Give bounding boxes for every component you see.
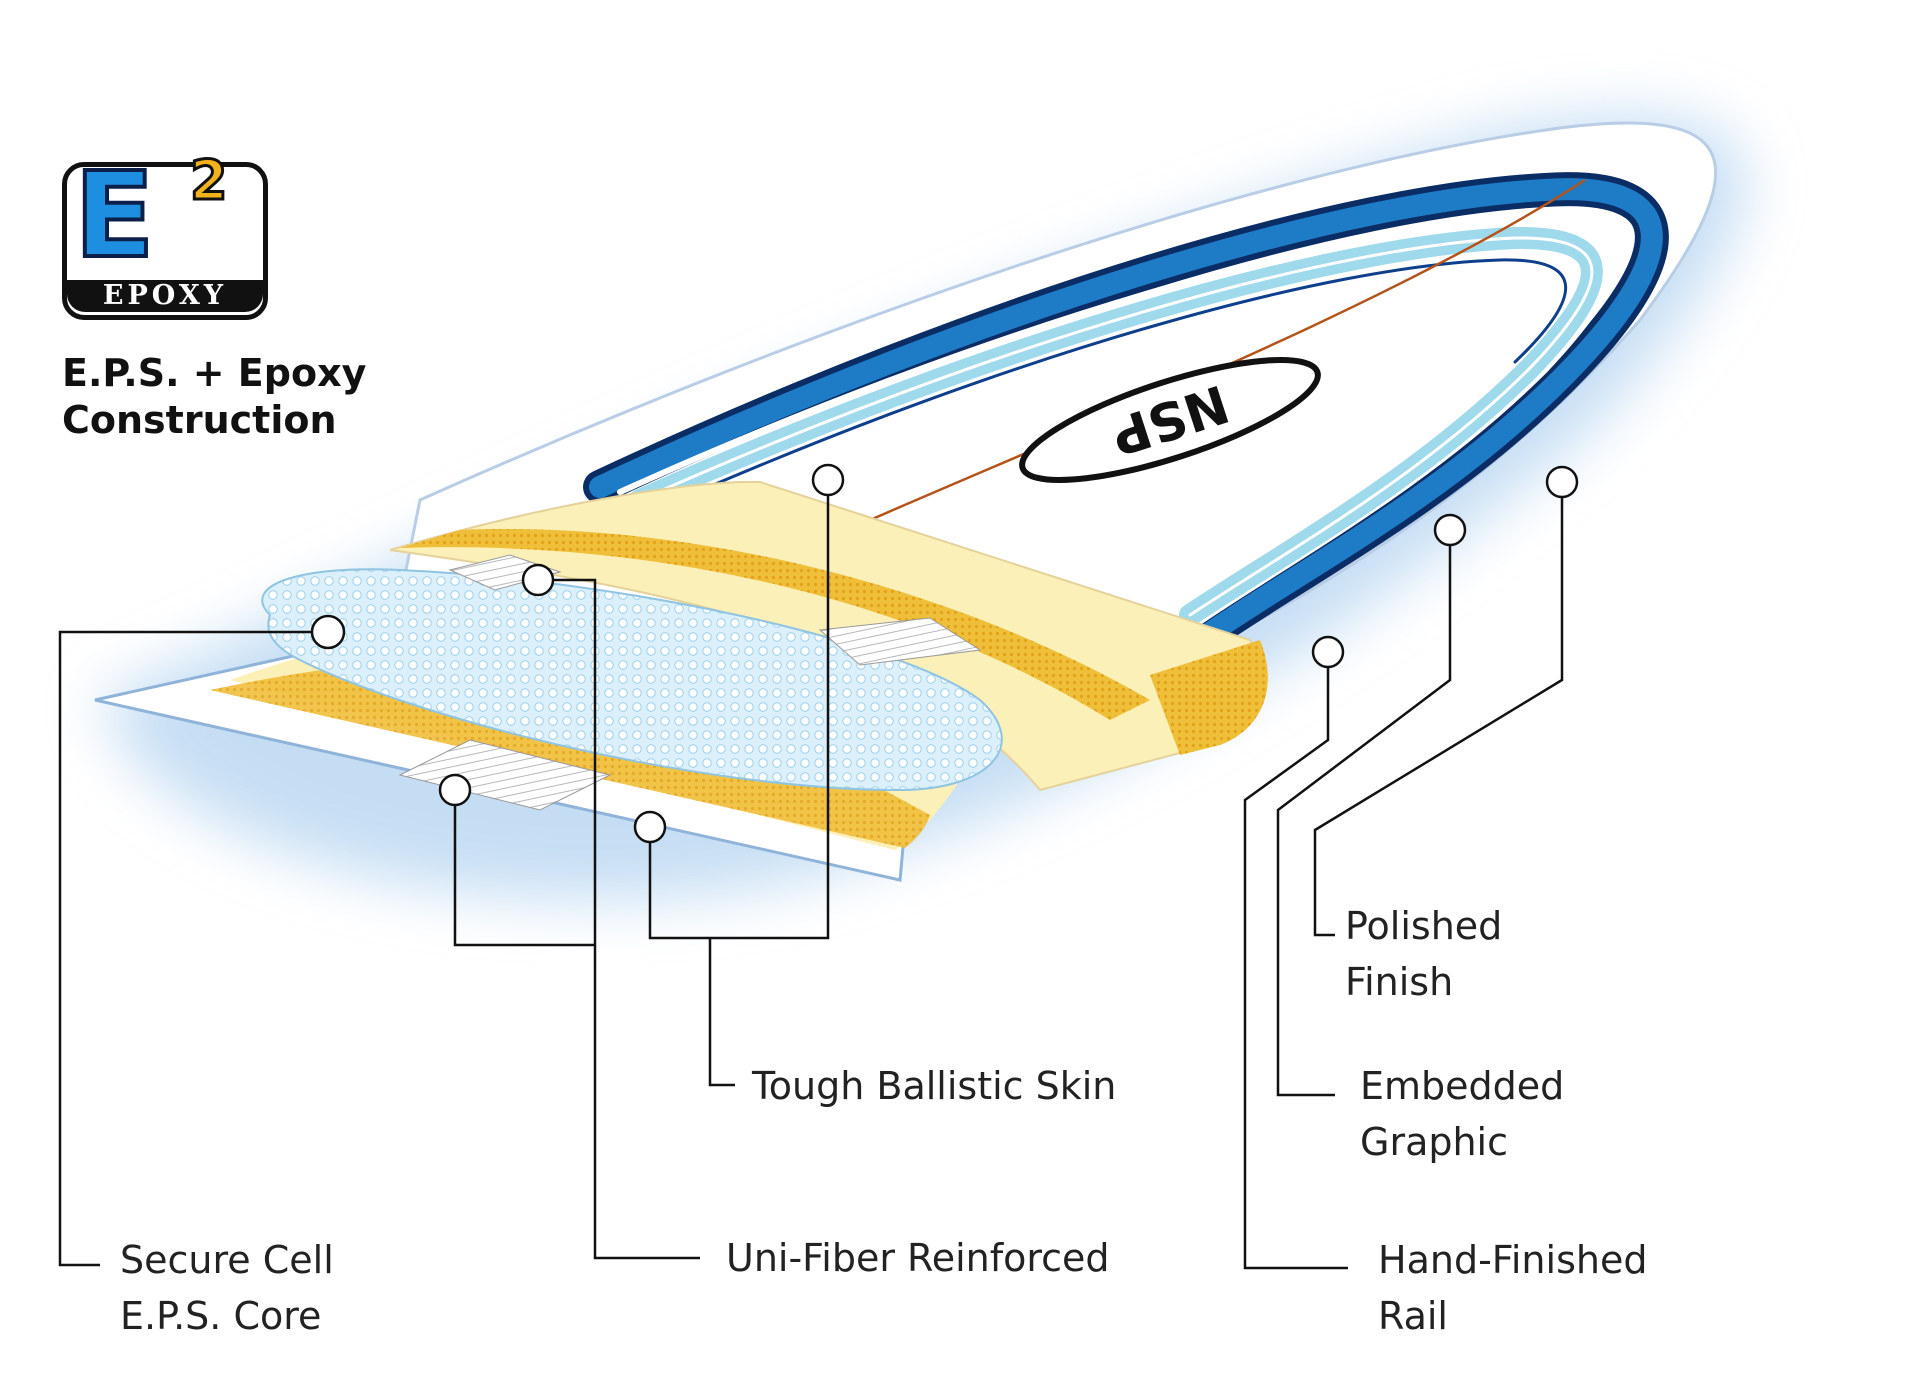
marker-core (310, 614, 346, 650)
embedded-graphic-line-2: Graphic (1360, 1120, 1509, 1164)
hand-finished-rail-line-1: Hand-Finished (1378, 1238, 1648, 1282)
leader-markers (310, 463, 1579, 844)
polished-finish-line-1: Polished (1345, 904, 1503, 948)
label-tough-ballistic-skin: Tough Ballistic Skin (752, 1058, 1116, 1114)
hand-finished-rail-line-2: Rail (1378, 1294, 1448, 1338)
marker-skin-bottom (633, 810, 667, 844)
label-uni-fiber-reinforced: Uni-Fiber Reinforced (726, 1230, 1110, 1286)
logo-band: EPOXY (67, 280, 263, 312)
marker-graphic (1433, 513, 1467, 547)
upper-shell-gold-edge (1150, 640, 1268, 755)
epoxy-logo: E 2 EPOXY (62, 152, 268, 320)
label-embedded-graphic: Embedded Graphic (1360, 1058, 1564, 1170)
logo-letter: E (72, 146, 157, 284)
label-secure-cell-core: Secure Cell E.P.S. Core (120, 1232, 334, 1344)
uni-fiber-strip-bottom (398, 739, 612, 811)
label-hand-finished-rail: Hand-Finished Rail (1378, 1232, 1647, 1344)
eps-core (261, 568, 1003, 792)
stringer-line (869, 178, 1586, 522)
marker-rail (1311, 635, 1345, 669)
marker-skin-deck (811, 463, 845, 497)
uni-fiber-strip-top (448, 554, 562, 591)
headline: E.P.S. + Epoxy Construction (62, 350, 366, 444)
tough-ballistic-skin-text: Tough Ballistic Skin (752, 1064, 1117, 1108)
secure-cell-core-line-1: Secure Cell (120, 1238, 334, 1282)
marker-uni-fiber-bottom (438, 773, 472, 807)
headline-line-1: E.P.S. + Epoxy (62, 351, 367, 395)
label-polished-finish: Polished Finish (1345, 898, 1502, 1010)
logo-superscript: 2 (189, 149, 230, 212)
uni-fiber-reinforced-text: Uni-Fiber Reinforced (726, 1236, 1110, 1280)
embedded-graphic-bands (583, 172, 1669, 657)
marker-finish (1545, 465, 1579, 499)
leader-lines (58, 480, 1564, 1270)
marker-uni-fiber-top (521, 563, 555, 597)
lower-glass-gold (210, 656, 930, 848)
polished-finish-line-2: Finish (1345, 960, 1454, 1004)
embedded-graphic-line-1: Embedded (1360, 1064, 1565, 1108)
headline-line-2: Construction (62, 398, 337, 442)
upper-shell-gold-band (400, 529, 1150, 720)
uni-fiber-strip-right (818, 617, 982, 666)
secure-cell-core-line-2: E.P.S. Core (120, 1294, 322, 1338)
logo-word: EPOXY (102, 280, 228, 311)
